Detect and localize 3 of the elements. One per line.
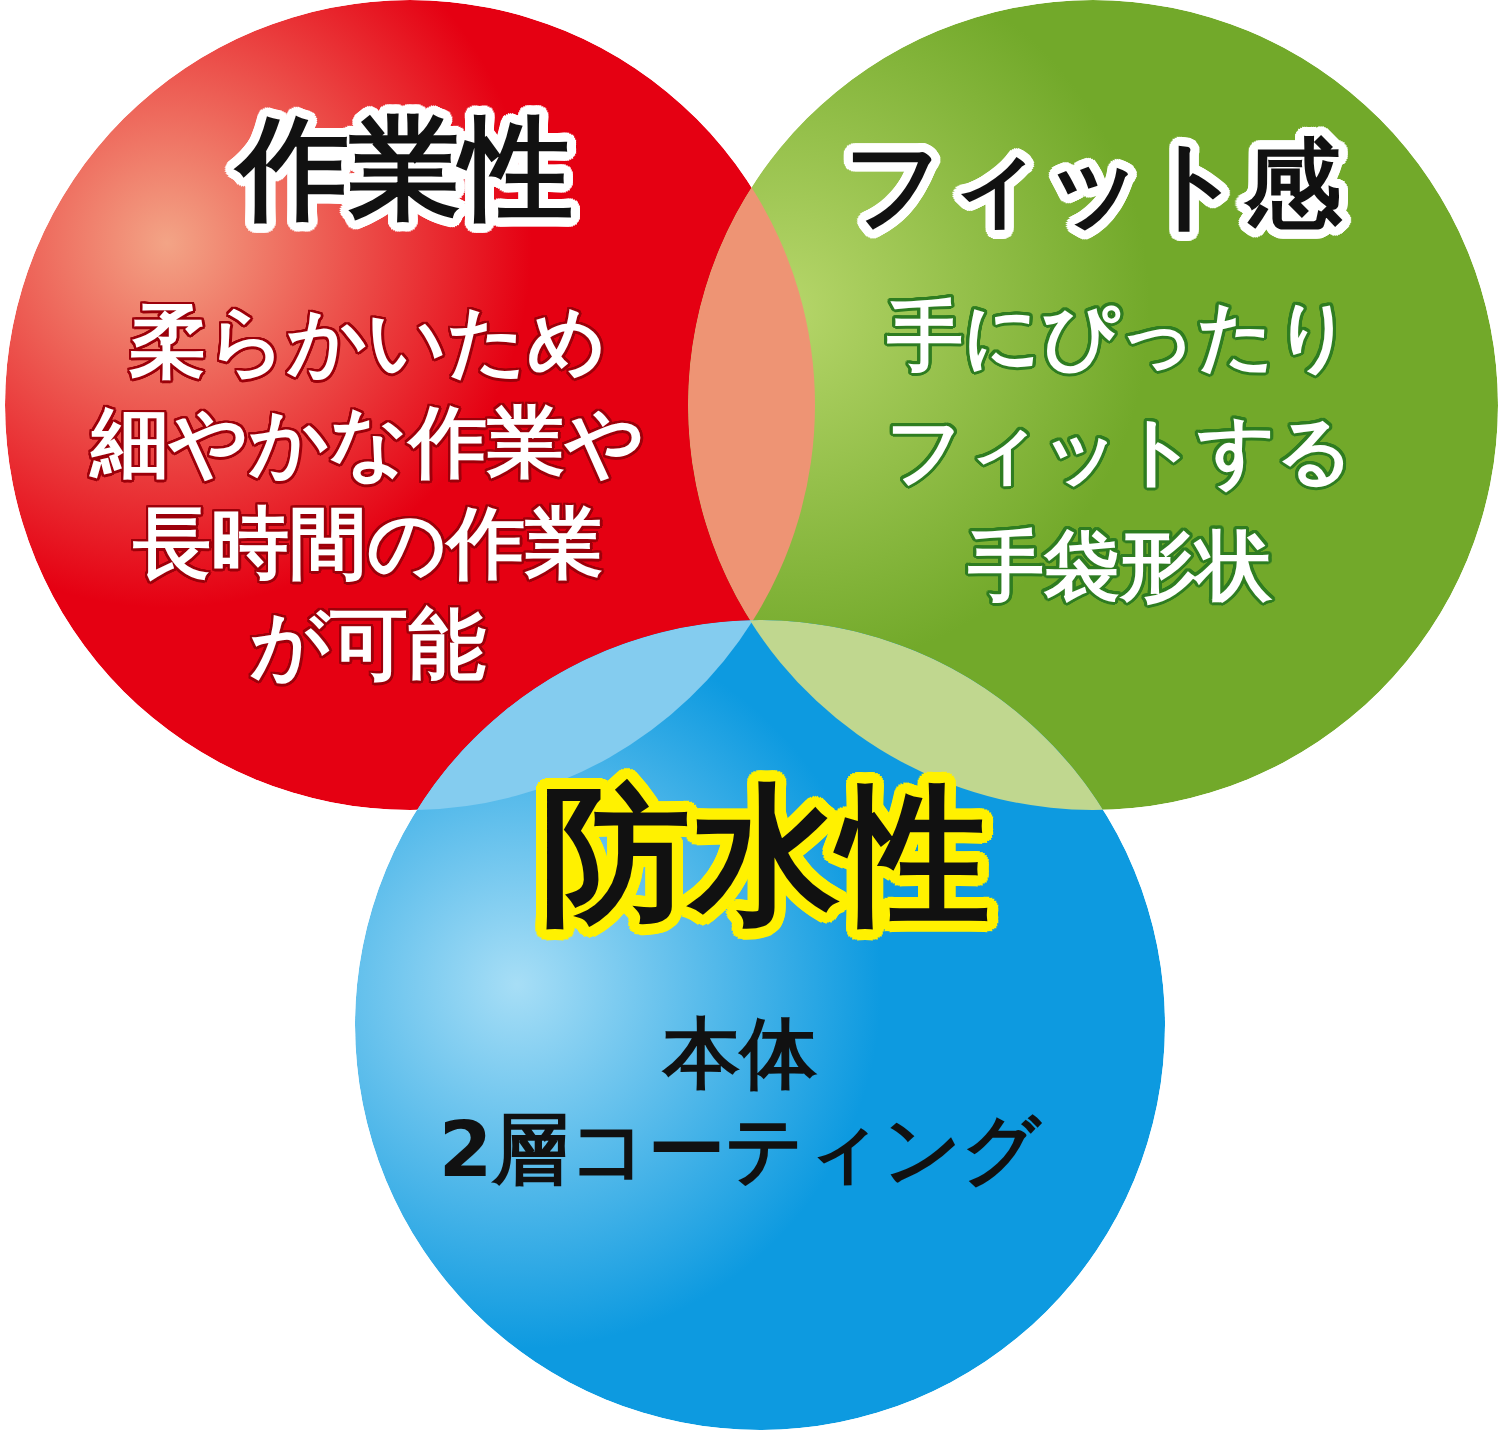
circle-description: 柔らかいため細やかな作業や長時間の作業が可能 xyxy=(91,295,645,691)
circle-description: 手にぴったりフィットする手袋形状 xyxy=(886,289,1354,612)
circle-description: 本体2層コーティング xyxy=(438,1008,1042,1196)
